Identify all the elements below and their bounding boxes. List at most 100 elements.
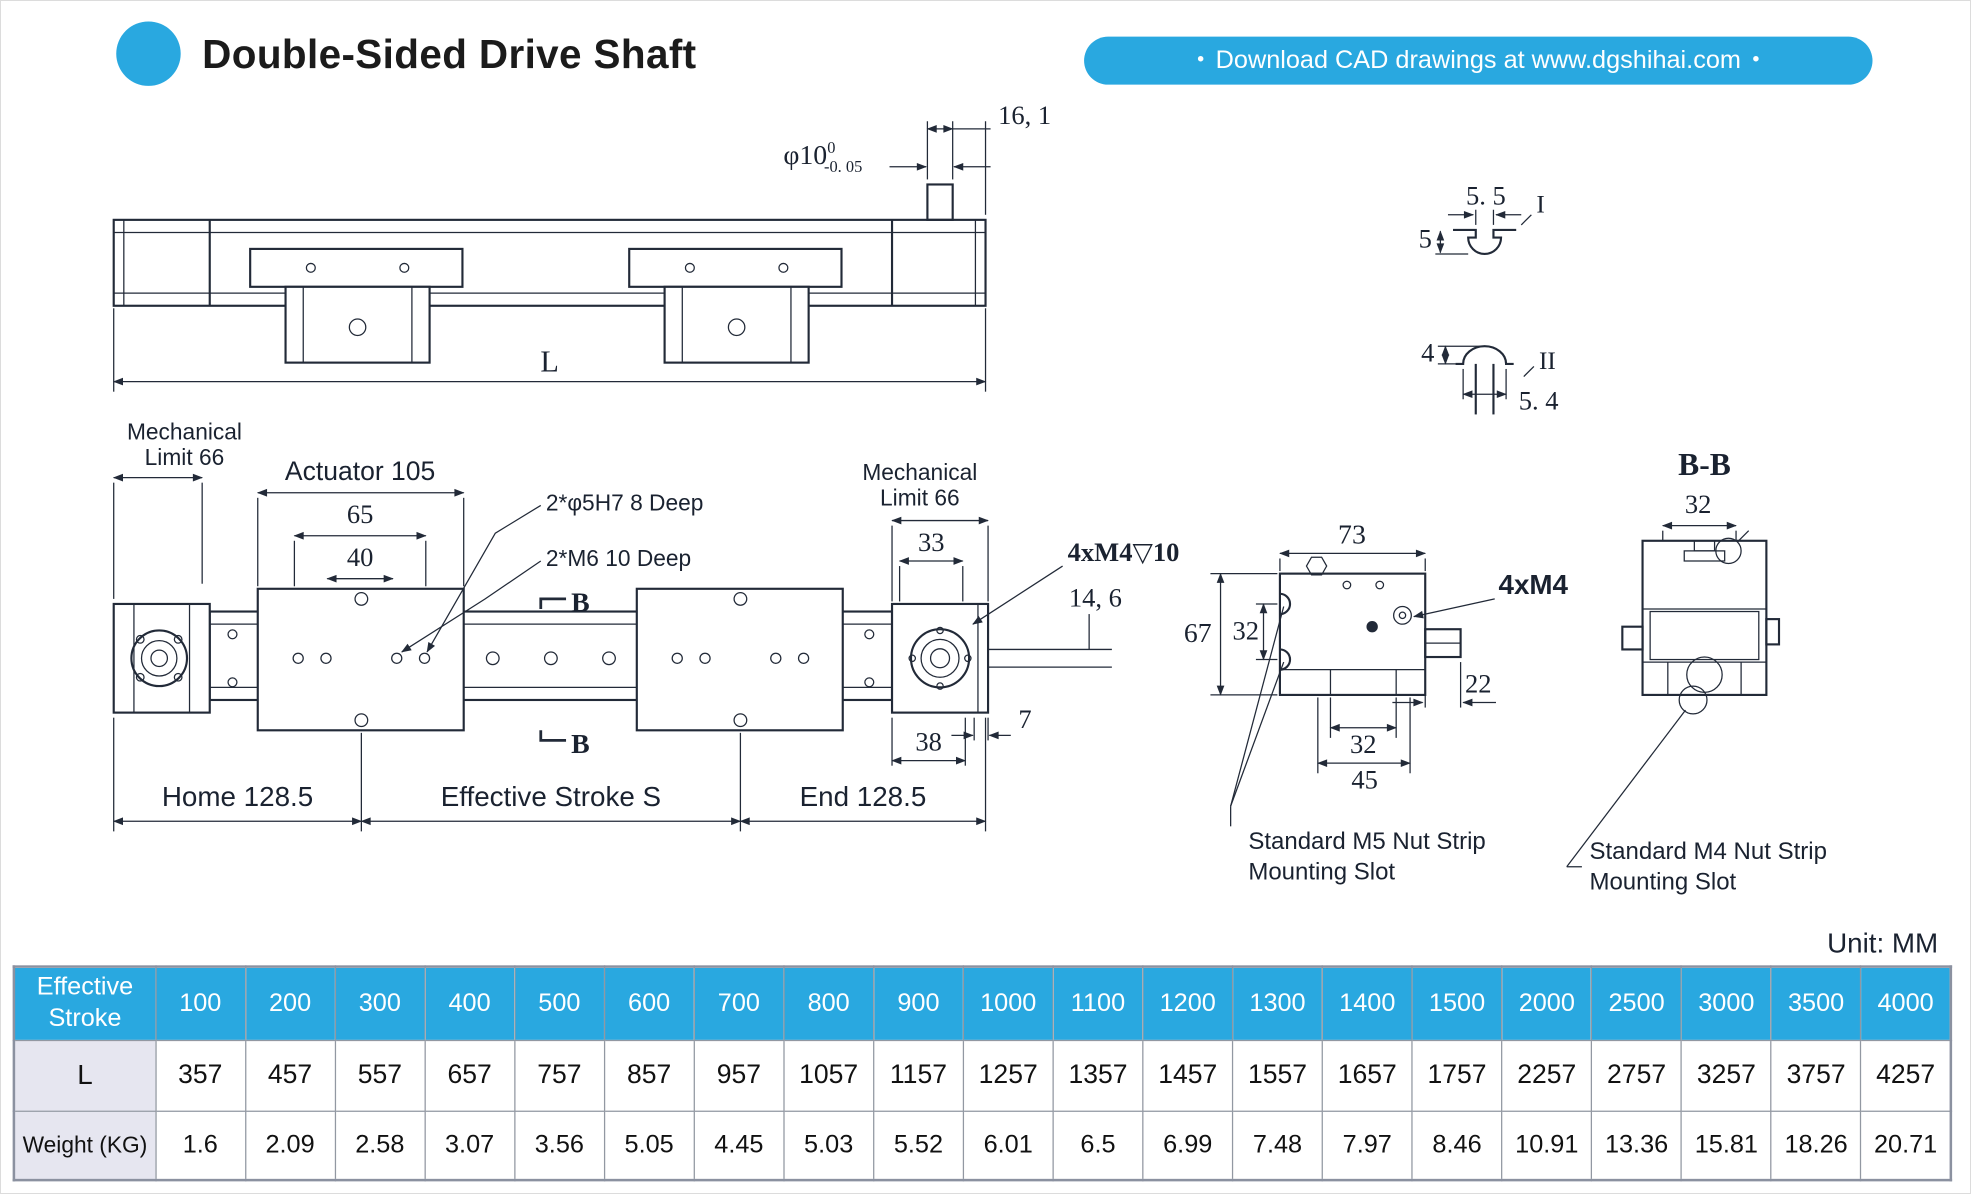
plan-view-dimensions: Mechanical Limit 66 Actuator 105 65 40 — [112, 419, 1180, 832]
table-cell: 5.05 — [603, 1109, 695, 1181]
dim-effective-stroke: Effective Stroke S — [441, 781, 661, 812]
dim-65: 65 — [347, 499, 374, 529]
stroke-column-header: 1500 — [1411, 965, 1503, 1041]
stroke-column-header: 700 — [693, 965, 785, 1041]
table-cell: 2.58 — [334, 1109, 426, 1181]
stroke-column-header: 2500 — [1591, 965, 1683, 1041]
page-title: Double-Sided Drive Shaft — [202, 31, 697, 78]
section-bb-title: B-B — [1678, 447, 1731, 482]
table-cell: 757 — [513, 1039, 605, 1112]
table-cell: 7.97 — [1321, 1109, 1413, 1181]
dim-5-5: 5. 5 — [1466, 181, 1506, 211]
table-cell: 1657 — [1321, 1039, 1413, 1112]
table-cell: 1457 — [1142, 1039, 1234, 1112]
stroke-column-header: 500 — [513, 965, 605, 1041]
table-cell: 4.45 — [693, 1109, 785, 1181]
side-view — [112, 183, 987, 364]
row-label: Weight (KG) — [13, 1109, 157, 1181]
table-cell: 4257 — [1860, 1039, 1952, 1112]
table-cell: 2.09 — [244, 1109, 336, 1181]
stroke-column-header: 3500 — [1770, 965, 1862, 1041]
table-cell: 3.56 — [513, 1109, 605, 1181]
technical-drawing: 16, 1 φ100-0. 05 L — [112, 104, 1938, 959]
dim-73: 73 — [1338, 519, 1366, 550]
bullet-icon: • — [1197, 49, 1205, 71]
stroke-column-header: 1400 — [1321, 965, 1413, 1041]
dim-length-l: L — [540, 344, 559, 378]
callout-pin-holes: 2*φ5H7 8 Deep — [546, 489, 704, 515]
section-marker-b-top: B — [539, 588, 590, 619]
table-cell: 13.36 — [1591, 1109, 1683, 1181]
dim-5: 5 — [1419, 224, 1432, 254]
dim-40: 40 — [347, 542, 374, 572]
dim-22: 22 — [1465, 668, 1492, 698]
dim-home: Home 128.5 — [162, 781, 313, 812]
table-cell: 10.91 — [1501, 1109, 1593, 1181]
table-cell: 2757 — [1591, 1039, 1683, 1112]
stroke-column-header: 200 — [244, 965, 336, 1041]
stroke-column-header: 2000 — [1501, 965, 1593, 1041]
table-cell: 6.99 — [1142, 1109, 1234, 1181]
shaft-diameter-dim: φ100-0. 05 — [783, 138, 862, 176]
slot-detail-1: 5. 5 5 I — [1419, 181, 1545, 256]
table-cell: 657 — [424, 1039, 516, 1112]
dim-32-bb: 32 — [1685, 489, 1712, 519]
table-cell: 1157 — [872, 1039, 964, 1112]
table-cell: 8.46 — [1411, 1109, 1503, 1181]
table-cell: 15.81 — [1680, 1109, 1772, 1181]
table-cell: 557 — [334, 1039, 426, 1112]
unit-label: Unit: MM — [1827, 928, 1938, 959]
callout-4xm4-depth: 4xM4▽10 — [1068, 537, 1180, 567]
section-b-label: B — [571, 729, 590, 760]
plan-view — [112, 587, 990, 732]
m5-note-line1: Standard M5 Nut Strip — [1248, 828, 1485, 855]
m4-note-line2: Mounting Slot — [1589, 869, 1736, 896]
detail-1-marker: I — [1536, 190, 1544, 218]
table-cell: 7.48 — [1231, 1109, 1324, 1181]
dim-32-bottom: 32 — [1350, 729, 1377, 759]
stroke-column-header: 1300 — [1231, 965, 1324, 1041]
table-cell: 1557 — [1231, 1039, 1324, 1112]
table-cell: 20.71 — [1860, 1109, 1952, 1181]
cad-download-banner[interactable]: • Download CAD drawings at www.dgshihai.… — [1084, 36, 1873, 85]
table-cell: 457 — [244, 1039, 336, 1112]
table-cell: 5.03 — [783, 1109, 875, 1181]
row-label: L — [13, 1039, 157, 1112]
stroke-column-header: 3000 — [1680, 965, 1772, 1041]
table-cell: 5.52 — [872, 1109, 964, 1181]
table-cell: 3757 — [1770, 1039, 1862, 1112]
stroke-column-header: 100 — [154, 965, 246, 1041]
callout-4xm4: 4xM4 — [1499, 569, 1569, 600]
table-cell: 1357 — [1052, 1039, 1144, 1112]
stroke-column-header: 900 — [872, 965, 964, 1041]
stroke-column-header: 600 — [603, 965, 695, 1041]
dim-32-left: 32 — [1233, 615, 1260, 645]
callout-tap-holes: 2*M6 10 Deep — [546, 545, 691, 571]
dim-33: 33 — [918, 527, 945, 557]
banner-text: Download CAD drawings at www.dgshihai.co… — [1215, 46, 1741, 74]
dim-38: 38 — [915, 727, 942, 757]
table-cell: 6.01 — [962, 1109, 1054, 1181]
table-cell: 2257 — [1501, 1039, 1593, 1112]
m4-note-line1: Standard M4 Nut Strip — [1589, 838, 1826, 865]
detail-2-marker: II — [1539, 347, 1556, 375]
stroke-column-header: 1000 — [962, 965, 1054, 1041]
mech-limit-left-line1: Mechanical — [127, 419, 242, 445]
cross-section-view: 73 67 — [1184, 519, 1569, 885]
table-cell: 957 — [693, 1039, 785, 1112]
stroke-column-header: 800 — [783, 965, 875, 1041]
dim-end: End 128.5 — [800, 781, 927, 812]
table-cell: 1.6 — [154, 1109, 246, 1181]
table-cell: 357 — [154, 1039, 246, 1112]
table-cell: 6.5 — [1052, 1109, 1144, 1181]
mech-limit-right-line1: Mechanical — [862, 459, 977, 485]
dim-16-1: 16, 1 — [998, 104, 1051, 130]
mech-limit-left-line2: Limit 66 — [145, 444, 225, 470]
m5-note-line2: Mounting Slot — [1248, 858, 1395, 885]
brand-dot-icon — [116, 21, 181, 86]
